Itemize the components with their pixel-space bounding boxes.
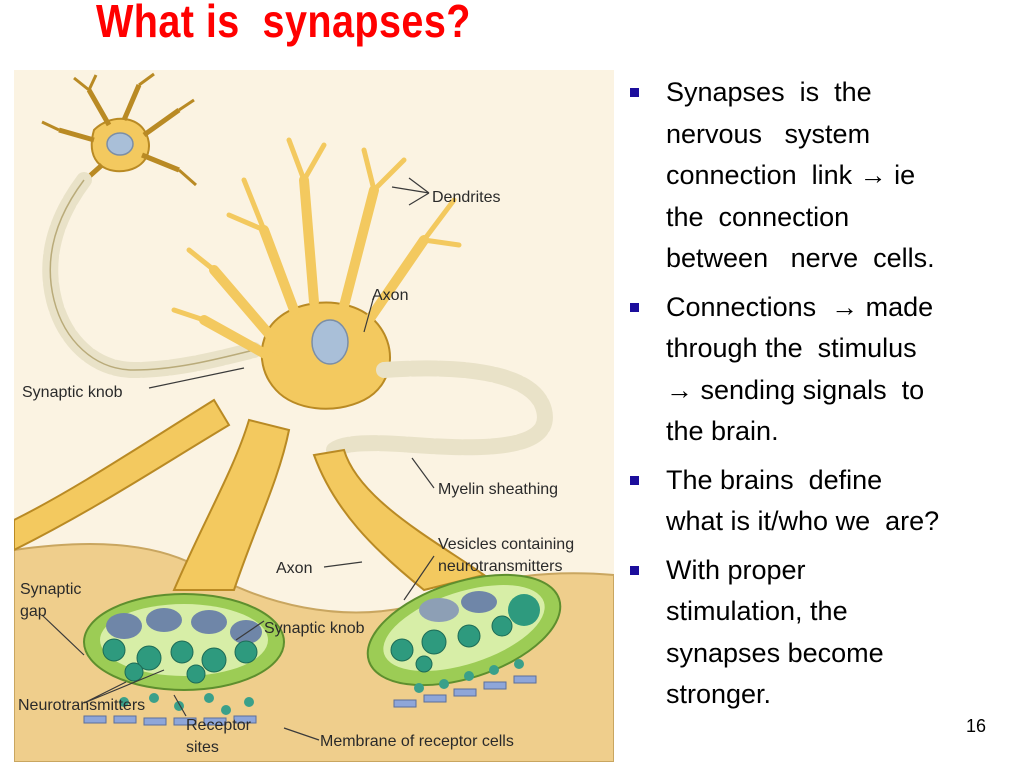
label-myelin: Myelin sheathing xyxy=(438,481,558,498)
label-synaptic-gap-2: gap xyxy=(20,603,47,620)
leader-lines xyxy=(41,177,435,741)
axon-far-left xyxy=(14,398,231,552)
small-neuron-nucleus xyxy=(106,132,134,156)
axon-left xyxy=(172,418,291,591)
receptor-sites xyxy=(83,675,537,726)
bullet-square-icon xyxy=(630,302,639,312)
label-synaptic-knob-bottom: Synaptic knob xyxy=(264,620,365,637)
slide-title: What is synapses? xyxy=(96,0,471,47)
myelin-axon-large xyxy=(326,360,553,458)
synapse-diagram: Dendrites Axon Synaptic knob Myelin shea… xyxy=(14,70,614,762)
label-axon-bottom: Axon xyxy=(276,560,312,577)
label-axon-top: Axon xyxy=(372,287,408,304)
label-receptor-2: sites xyxy=(186,739,219,756)
bullet-square-icon xyxy=(630,88,639,97)
large-neuron-nucleus xyxy=(311,319,349,365)
label-neurotransmitters: Neurotransmitters xyxy=(18,697,145,714)
axon-right xyxy=(312,448,487,592)
label-vesicles-1: Vesicles containing xyxy=(438,536,574,553)
label-receptor-1: Receptor xyxy=(186,717,252,734)
label-dendrites: Dendrites xyxy=(432,189,500,206)
neurotransmitter-molecules xyxy=(119,659,524,715)
bullet-square-icon xyxy=(630,475,639,485)
page-number: 16 xyxy=(966,716,987,736)
label-membrane: Membrane of receptor cells xyxy=(320,733,514,750)
label-synaptic-gap-1: Synaptic xyxy=(20,581,81,598)
bullet-square-icon xyxy=(630,565,639,575)
vesicles xyxy=(102,615,513,684)
label-synaptic-knob: Synaptic knob xyxy=(22,384,123,401)
label-vesicles-2: neurotransmitters xyxy=(438,558,563,575)
